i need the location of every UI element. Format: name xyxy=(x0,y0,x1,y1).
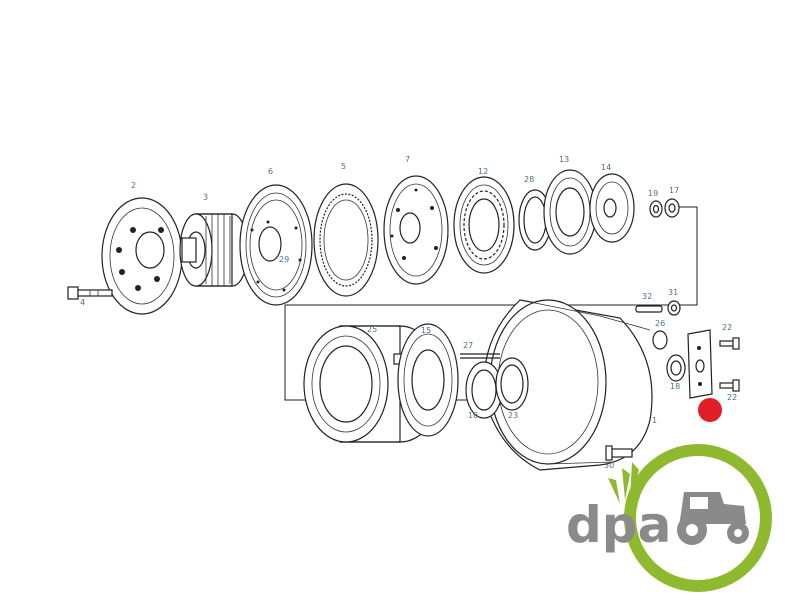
callout-25: 25 xyxy=(367,325,377,334)
callout-19: 19 xyxy=(648,189,658,198)
callout-22-lower: 22 xyxy=(727,393,737,402)
callout-labels: 2 3 4 6 29 5 7 12 28 13 14 19 17 32 31 2… xyxy=(80,155,737,470)
callout-30: 30 xyxy=(604,461,614,470)
callout-29: 29 xyxy=(279,255,289,264)
callout-16: 16 xyxy=(468,411,478,420)
callout-22-upper: 22 xyxy=(722,323,732,332)
callout-28: 28 xyxy=(524,175,534,184)
callout-18: 18 xyxy=(670,382,680,391)
part-28-ring xyxy=(518,189,552,251)
part-19-washer xyxy=(649,200,663,218)
part-5-spline-ring xyxy=(313,183,379,297)
callout-2: 2 xyxy=(131,181,136,190)
wheat-icon xyxy=(608,462,648,504)
callout-12: 12 xyxy=(478,167,488,176)
part-32-pin xyxy=(635,305,663,313)
part-13-cup xyxy=(543,169,597,255)
callout-31: 31 xyxy=(668,288,678,297)
part-26-bushing xyxy=(652,330,668,350)
part-31-nut xyxy=(667,300,681,316)
callout-6: 6 xyxy=(268,167,273,176)
callout-14: 14 xyxy=(601,163,611,172)
callout-1: 1 xyxy=(652,416,657,425)
part-3-splined-hub xyxy=(179,213,249,287)
callout-23: 23 xyxy=(508,411,518,420)
callout-7: 7 xyxy=(405,155,410,164)
callout-5: 5 xyxy=(341,162,346,171)
dpa-logo: dpa xyxy=(566,444,772,592)
callout-27: 27 xyxy=(463,341,473,350)
part-7-pressure-plate xyxy=(383,175,449,285)
callout-32: 32 xyxy=(642,292,652,301)
callout-15: 15 xyxy=(421,326,431,335)
part-1-housing xyxy=(483,299,653,471)
callout-13: 13 xyxy=(559,155,569,164)
part-30-bolt xyxy=(605,445,633,461)
logo-text: dpa xyxy=(566,496,671,554)
callout-3: 3 xyxy=(203,193,208,202)
part-2-flange xyxy=(101,197,183,315)
part-6-friction-disc xyxy=(239,184,313,306)
callout-17: 17 xyxy=(669,186,679,195)
cover-plate xyxy=(687,329,713,399)
part-27-ring xyxy=(460,353,500,359)
part-15-disc xyxy=(397,323,459,437)
part-22-bolt-upper xyxy=(719,337,740,350)
part-16-bearing-ring xyxy=(465,361,503,419)
part-18-seal xyxy=(666,354,686,382)
part-14-hub-cap xyxy=(589,173,635,243)
callout-26: 26 xyxy=(655,319,665,328)
part-17-nut xyxy=(664,198,680,218)
part-22-bolt-lower xyxy=(719,379,740,392)
part-12-bearing xyxy=(453,176,515,274)
marker-dot xyxy=(698,398,722,422)
tractor-icon xyxy=(677,492,749,545)
part-23-seal xyxy=(495,357,529,411)
part-4-bolt xyxy=(67,286,113,300)
callout-4: 4 xyxy=(80,298,85,307)
